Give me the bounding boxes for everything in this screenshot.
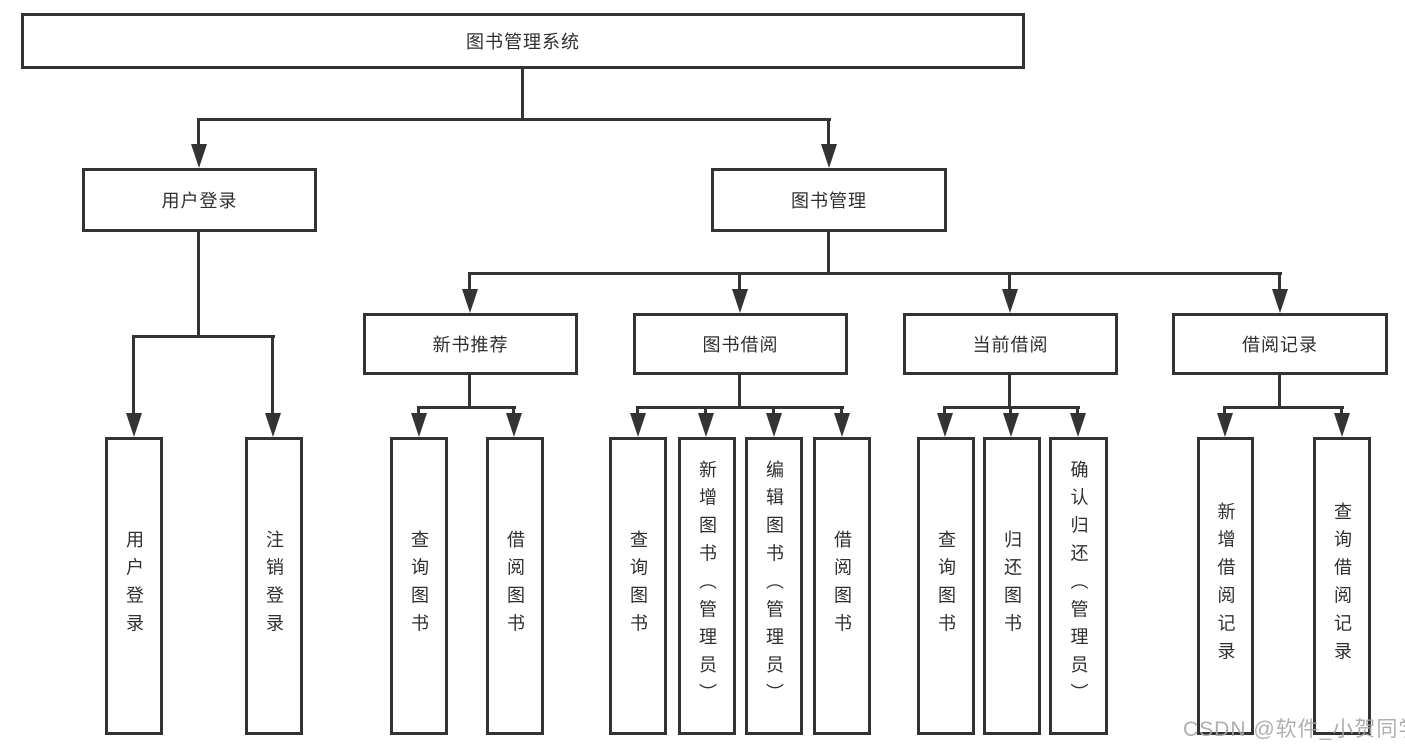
connector-drop bbox=[943, 406, 946, 416]
leaf-add-books-admin: 新增图书（管理员） bbox=[678, 437, 736, 735]
node-borrowing-records: 借阅记录 bbox=[1172, 313, 1388, 375]
node-book-borrowing: 图书借阅 bbox=[633, 313, 848, 375]
leaf-user-login-label: 用户登录 bbox=[124, 530, 144, 642]
leaf-query-books-recommend: 查询图书 bbox=[390, 437, 448, 735]
connector-drop bbox=[1008, 272, 1011, 292]
connector-current-bar bbox=[944, 406, 1080, 409]
arrow-down-icon bbox=[698, 413, 714, 437]
leaf-user-login: 用户登录 bbox=[105, 437, 163, 735]
leaf-logout: 注销登录 bbox=[245, 437, 303, 735]
connector-userlogin-stem bbox=[197, 232, 200, 338]
leaf-query-books-current-label: 查询图书 bbox=[936, 530, 956, 642]
connector-bookmgmt-stem bbox=[827, 232, 830, 275]
leaf-add-books-admin-label: 新增图书（管理员） bbox=[697, 460, 717, 712]
node-new-book-recommend: 新书推荐 bbox=[363, 313, 578, 375]
arrow-down-icon bbox=[462, 289, 478, 313]
leaf-logout-label: 注销登录 bbox=[264, 530, 284, 642]
connector-drop bbox=[772, 406, 775, 416]
connector-root-stem bbox=[521, 69, 524, 120]
connector-newbook-bar bbox=[418, 406, 516, 409]
connector-drop bbox=[132, 335, 135, 415]
arrow-down-icon bbox=[732, 289, 748, 313]
connector-drop bbox=[704, 406, 707, 416]
connector-drop bbox=[827, 118, 830, 148]
node-user-login-label: 用户登录 bbox=[161, 191, 238, 211]
arrow-down-icon bbox=[265, 413, 281, 437]
connector-drop bbox=[468, 272, 471, 292]
leaf-borrow-books: 借阅图书 bbox=[813, 437, 871, 735]
arrow-down-icon bbox=[1070, 413, 1086, 437]
connector-drop bbox=[1340, 406, 1343, 416]
connector-drop bbox=[1278, 272, 1281, 292]
leaf-query-books-recommend-label: 查询图书 bbox=[409, 530, 429, 642]
connector-drop bbox=[1223, 406, 1226, 416]
connector-drop bbox=[271, 335, 274, 415]
leaf-add-borrow-record-label: 新增借阅记录 bbox=[1215, 502, 1236, 670]
node-book-management: 图书管理 bbox=[711, 168, 947, 232]
connector-drop bbox=[738, 272, 741, 292]
arrow-down-icon bbox=[630, 413, 646, 437]
leaf-borrow-books-label: 借阅图书 bbox=[832, 530, 852, 642]
leaf-confirm-return-admin: 确认归还（管理员） bbox=[1049, 437, 1108, 735]
connector-bookmgmt-bar bbox=[469, 272, 1282, 275]
leaf-query-borrow-record-label: 查询借阅记录 bbox=[1332, 502, 1352, 670]
connector-drop bbox=[1009, 406, 1012, 416]
csdn-watermark: CSDN @软件_小贺同学 bbox=[1183, 718, 1405, 741]
leaf-confirm-return-admin-label: 确认归还（管理员） bbox=[1068, 460, 1089, 712]
node-book-management-label: 图书管理 bbox=[791, 191, 867, 211]
arrow-down-icon bbox=[1217, 413, 1233, 437]
arrow-down-icon bbox=[191, 144, 207, 168]
node-root: 图书管理系统 bbox=[21, 13, 1025, 69]
node-book-borrowing-label: 图书借阅 bbox=[702, 335, 779, 355]
connector-current-stem bbox=[1008, 375, 1011, 409]
connector-drop bbox=[636, 406, 639, 416]
leaf-query-books-current: 查询图书 bbox=[917, 437, 975, 735]
arrow-down-icon bbox=[834, 413, 850, 437]
connector-drop bbox=[417, 406, 420, 416]
arrow-down-icon bbox=[506, 413, 522, 437]
leaf-return-books: 归还图书 bbox=[983, 437, 1041, 735]
node-borrowing-records-label: 借阅记录 bbox=[1242, 335, 1318, 355]
arrow-down-icon bbox=[821, 144, 837, 168]
leaf-query-books-borrowing: 查询图书 bbox=[609, 437, 667, 735]
arrow-down-icon bbox=[766, 413, 782, 437]
connector-drop bbox=[197, 118, 200, 148]
connector-records-stem bbox=[1278, 375, 1281, 409]
arrow-down-icon bbox=[937, 413, 953, 437]
node-current-borrowing-label: 当前借阅 bbox=[972, 335, 1049, 355]
leaf-borrow-books-recommend-label: 借阅图书 bbox=[505, 530, 525, 642]
leaf-edit-books-admin: 编辑图书（管理员） bbox=[745, 437, 803, 735]
node-current-borrowing: 当前借阅 bbox=[903, 313, 1118, 375]
connector-drop bbox=[512, 406, 515, 416]
connector-borrowing-bar bbox=[637, 406, 844, 409]
connector-records-bar bbox=[1224, 406, 1344, 409]
connector-root-bar bbox=[198, 118, 831, 121]
node-user-login: 用户登录 bbox=[82, 168, 317, 232]
arrow-down-icon bbox=[126, 413, 142, 437]
connector-userlogin-bar bbox=[133, 335, 275, 338]
arrow-down-icon bbox=[1003, 413, 1019, 437]
node-root-label: 图书管理系统 bbox=[466, 32, 580, 52]
leaf-query-borrow-record: 查询借阅记录 bbox=[1313, 437, 1371, 735]
leaf-edit-books-admin-label: 编辑图书（管理员） bbox=[764, 460, 784, 712]
leaf-borrow-books-recommend: 借阅图书 bbox=[486, 437, 544, 735]
connector-drop bbox=[1076, 406, 1079, 416]
connector-newbook-stem bbox=[468, 375, 471, 409]
leaf-add-borrow-record: 新增借阅记录 bbox=[1197, 437, 1254, 735]
arrow-down-icon bbox=[1334, 413, 1350, 437]
connector-drop bbox=[840, 406, 843, 416]
arrow-down-icon bbox=[411, 413, 427, 437]
leaf-query-books-borrowing-label: 查询图书 bbox=[628, 530, 648, 642]
connector-borrowing-stem bbox=[738, 375, 741, 409]
arrow-down-icon bbox=[1002, 289, 1018, 313]
node-new-book-recommend-label: 新书推荐 bbox=[432, 335, 509, 355]
arrow-down-icon bbox=[1272, 289, 1288, 313]
leaf-return-books-label: 归还图书 bbox=[1002, 530, 1022, 642]
